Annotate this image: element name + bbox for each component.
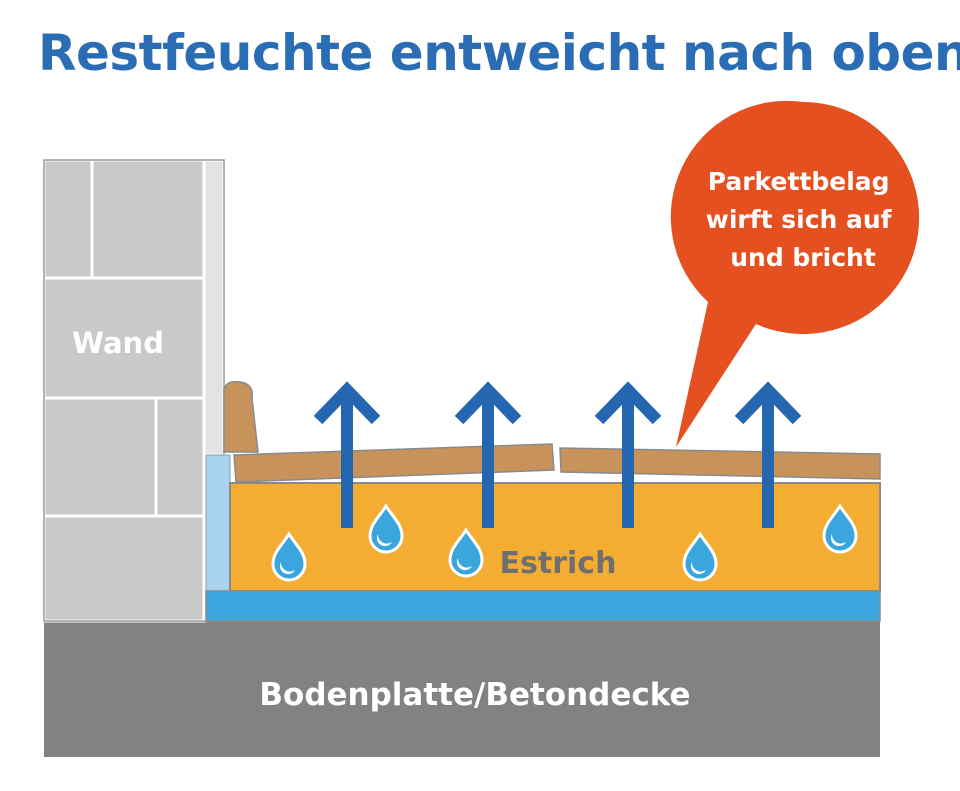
- callout-line-1: Parkettbelag: [708, 167, 890, 196]
- page-title: Restfeuchte entweicht nach oben: [38, 24, 960, 82]
- parquet-board-left: [233, 443, 555, 483]
- screed-label: Estrich: [500, 546, 617, 581]
- base-label: Bodenplatte/Betondecke: [259, 677, 690, 713]
- callout-text: Parkettbelag wirft sich auf und bricht: [706, 167, 901, 272]
- callout-line-3: und bricht: [730, 243, 876, 272]
- membrane-layer: [205, 590, 881, 622]
- arrow-up-icon: [454, 381, 522, 528]
- wall-label: Wand: [72, 326, 164, 360]
- parquet-raised-edge: [223, 380, 259, 453]
- parquet-board-right: [559, 447, 881, 480]
- edge-strip: [205, 454, 231, 592]
- callout-bubble: [670, 100, 920, 447]
- base-slab: [44, 621, 880, 757]
- moisture-arrows: [313, 381, 802, 528]
- arrow-up-icon: [313, 381, 381, 528]
- wall: [42, 158, 226, 623]
- arrow-up-icon: [734, 381, 802, 528]
- arrow-up-icon: [594, 381, 662, 528]
- callout-line-2: wirft sich auf: [706, 205, 893, 234]
